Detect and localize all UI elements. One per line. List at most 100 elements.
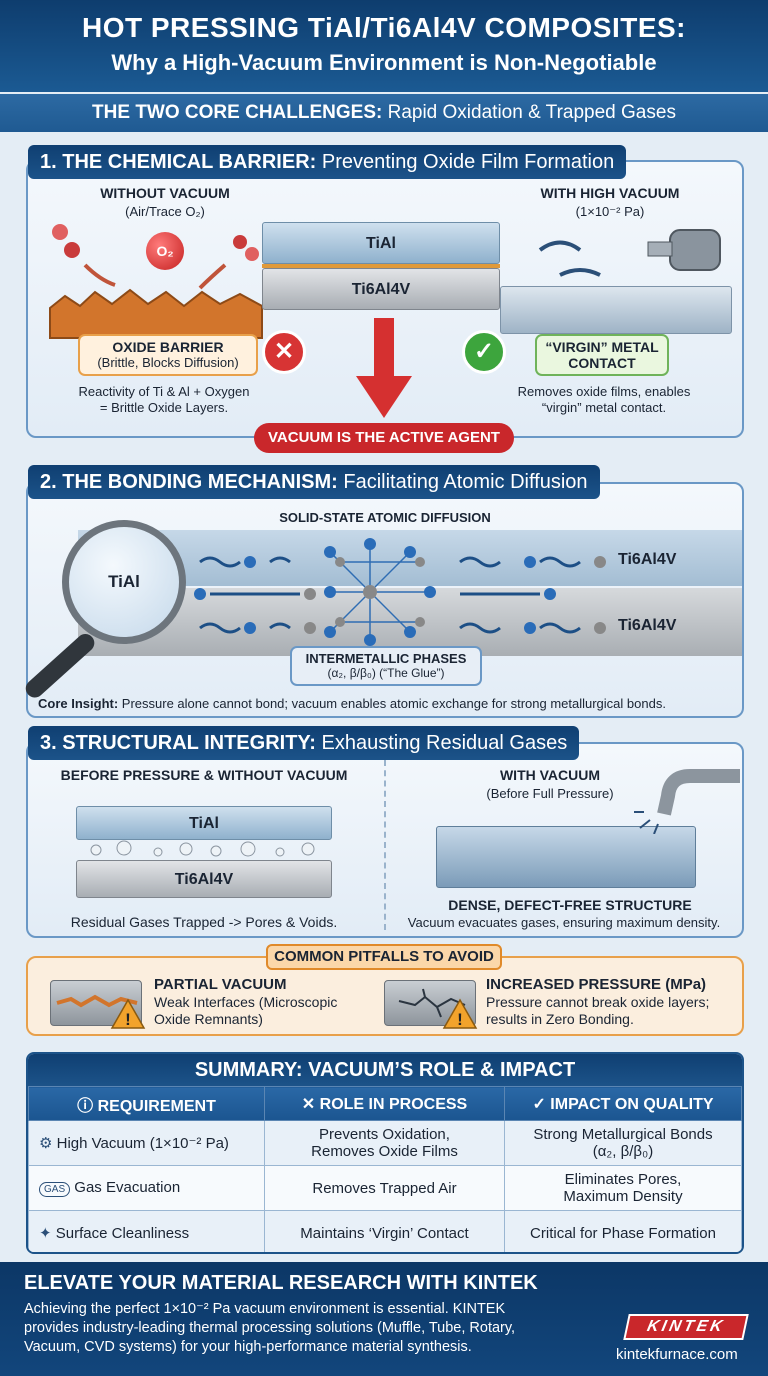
oxygen-atom [233,235,247,249]
s2-title-bold: 2. THE BONDING MECHANISM: [40,471,338,493]
table-row: ✦ Surface Cleanliness Maintains ‘Virgin’… [28,1210,742,1252]
page-header: HOT PRESSING TiAl/Ti6Al4V COMPOSITES: Wh… [0,0,768,92]
cell-role: Maintains ‘Virgin’ Contact [264,1210,505,1252]
wave-arrow-icon [199,622,241,634]
footer-url[interactable]: kintekfurnace.com [616,1346,738,1363]
oxide-surface-illustration [49,224,263,339]
oxygen-atom [52,224,68,240]
atomic-diffusion-illustration [194,538,606,646]
before-note: Residual Gases Trapped -> Pores & Voids. [70,914,338,930]
cross-icon: ✕ [262,330,306,374]
pump-icon [669,229,721,271]
wave-arrow-icon [539,556,581,568]
active-agent-banner: VACUUM IS THE ACTIVE AGENT [254,423,514,453]
section-divider [384,760,386,930]
cell-requirement: ✦ Surface Cleanliness [28,1210,265,1252]
atom [594,622,606,634]
sparkle-icon: ✦ [39,1225,52,1242]
s2-title-rest: Facilitating Atomic Diffusion [337,471,588,493]
dense-note: Vacuum evacuates gases, ensuring maximum… [407,915,721,930]
cell-impact: Critical for Phase Formation [504,1210,742,1252]
req-text: Gas Evacuation [74,1179,181,1196]
ti6al4v-plate-before-label: Ti6Al4V [174,871,234,888]
oxide-barrier-callout: OXIDE BARRIER (Brittle, Blocks Diffusion… [78,334,258,376]
atom-lattice [324,538,436,646]
section-1-title: 1. THE CHEMICAL BARRIER: Preventing Oxid… [28,145,627,179]
check-icon: ✓ [462,330,506,374]
pump-inlet [647,241,673,257]
with-vacuum-label: WITH HIGH VACUUM [540,185,680,201]
req-text: High Vacuum (1×10⁻² Pa) [56,1135,229,1152]
left-note-2: = Brittle Oxide Layers. [99,400,229,415]
with-vacuum-sub-s3: (Before Full Pressure) [486,786,614,801]
tial-plate-before-label: TiAl [189,815,219,832]
challenges-rest: Rapid Oxidation & Trapped Gases [382,102,676,123]
wave-arrow-icon [459,556,501,568]
o2-molecule-icon: O₂ [146,232,184,270]
arrow-icon [83,263,116,287]
section-2-title: 2. THE BONDING MECHANISM: Facilitating A… [28,465,600,499]
impact-line-1: Critical for Phase Formation [530,1224,716,1242]
intermetallic-title: INTERMETALLIC PHASES [305,651,467,666]
pitfalls-title: COMMON PITFALLS TO AVOID [266,944,502,970]
svg-text:!: ! [125,1010,131,1029]
diffusion-label: SOLID-STATE ATOMIC DIFFUSION [279,510,491,525]
cell-role: Prevents Oxidation,Removes Oxide Films [264,1120,505,1166]
pitfall-1-text-2: Oxide Remnants) [154,1011,263,1027]
role-line-1: Prevents Oxidation, [319,1126,450,1143]
warning-icon: ! [442,998,478,1029]
cell-requirement: ⚙ High Vacuum (1×10⁻² Pa) [28,1120,265,1166]
svg-text:!: ! [457,1010,463,1029]
atom [194,588,206,600]
arrow-icon [198,263,227,290]
footer-body-2: provides industry-leading thermal proces… [24,1320,516,1336]
atom [594,556,606,568]
challenges-bold: THE TWO CORE CHALLENGES: [92,102,383,123]
magnifier-tial-label: TiAl [108,572,140,591]
left-note-1: Reactivity of Ti & Al + Oxygen [78,384,250,399]
trapped-gas-bubbles [90,840,315,857]
dense-plate [436,826,696,888]
summary-title: SUMMARY: VACUUM’S ROLE & IMPACT [28,1054,742,1086]
suction-arrow-icon [538,240,582,252]
right-note-2: “virgin” metal contact. [541,400,667,415]
footer-body-1: Achieving the perfect 1×10⁻² Pa vacuum e… [24,1301,506,1317]
magnifier-icon: TiAl [62,520,186,644]
cell-requirement: GAS Gas Evacuation [28,1165,265,1211]
role-line-1: Removes Trapped Air [312,1179,457,1197]
footer-body-3: Vacuum, CVD systems) for your high-perfo… [24,1339,472,1355]
with-vacuum-sub: (1×10⁻² Pa) [575,204,645,219]
warning-icon: ! [110,998,146,1029]
req-text: Surface Cleanliness [55,1225,190,1242]
pitfall-2-title: INCREASED PRESSURE (MPa) [486,976,707,993]
s1-title-bold: 1. THE CHEMICAL BARRIER: [40,151,317,173]
right-note-1: Removes oxide films, enables [517,384,691,399]
wave-arrow-icon [459,622,501,634]
ti6al4v-label-2: Ti6Al4V [618,617,677,634]
footer: ELEVATE YOUR MATERIAL RESEARCH WITH KINT… [0,1262,768,1376]
info-icon: ⓘ [77,1097,94,1115]
footer-title: ELEVATE YOUR MATERIAL RESEARCH WITH KINT… [24,1272,538,1294]
vacuum-nozzle-icon [634,769,740,834]
cell-role: Removes Trapped Air [264,1165,505,1211]
pitfall-2-text-2: results in Zero Bonding. [486,1011,634,1027]
header-role: ✕ ROLE IN PROCESS [264,1086,505,1121]
check-circle-icon: ✓ [532,1095,546,1113]
tial-plate: TiAl [262,222,500,264]
tial-plate-label: TiAl [366,235,396,252]
gas-cloud-icon: GAS [39,1182,71,1197]
wave-arrow-icon [199,556,241,568]
virgin-contact-callout: “VIRGIN” METAL CONTACT [535,334,669,376]
summary-table: ⓘ REQUIREMENT ✕ ROLE IN PROCESS ✓ IMPACT… [28,1086,742,1252]
wave-arrow-icon [269,622,291,630]
atom [544,588,556,600]
wave-arrow-icon [539,622,581,634]
intermetallic-sub: (α₂, β/β₀) (“The Glue”) [327,666,445,680]
with-vacuum-label-s3: WITH VACUUM [499,767,601,783]
page-subtitle: Why a High-Vacuum Environment is Non-Neg… [111,50,657,75]
oxygen-atom [245,247,259,261]
header-requirement-label: REQUIREMENT [97,1097,216,1115]
tial-plate-before: TiAl [76,806,332,840]
clean-metal-plate [500,286,732,334]
footer-body: Achieving the perfect 1×10⁻² Pa vacuum e… [24,1300,604,1357]
